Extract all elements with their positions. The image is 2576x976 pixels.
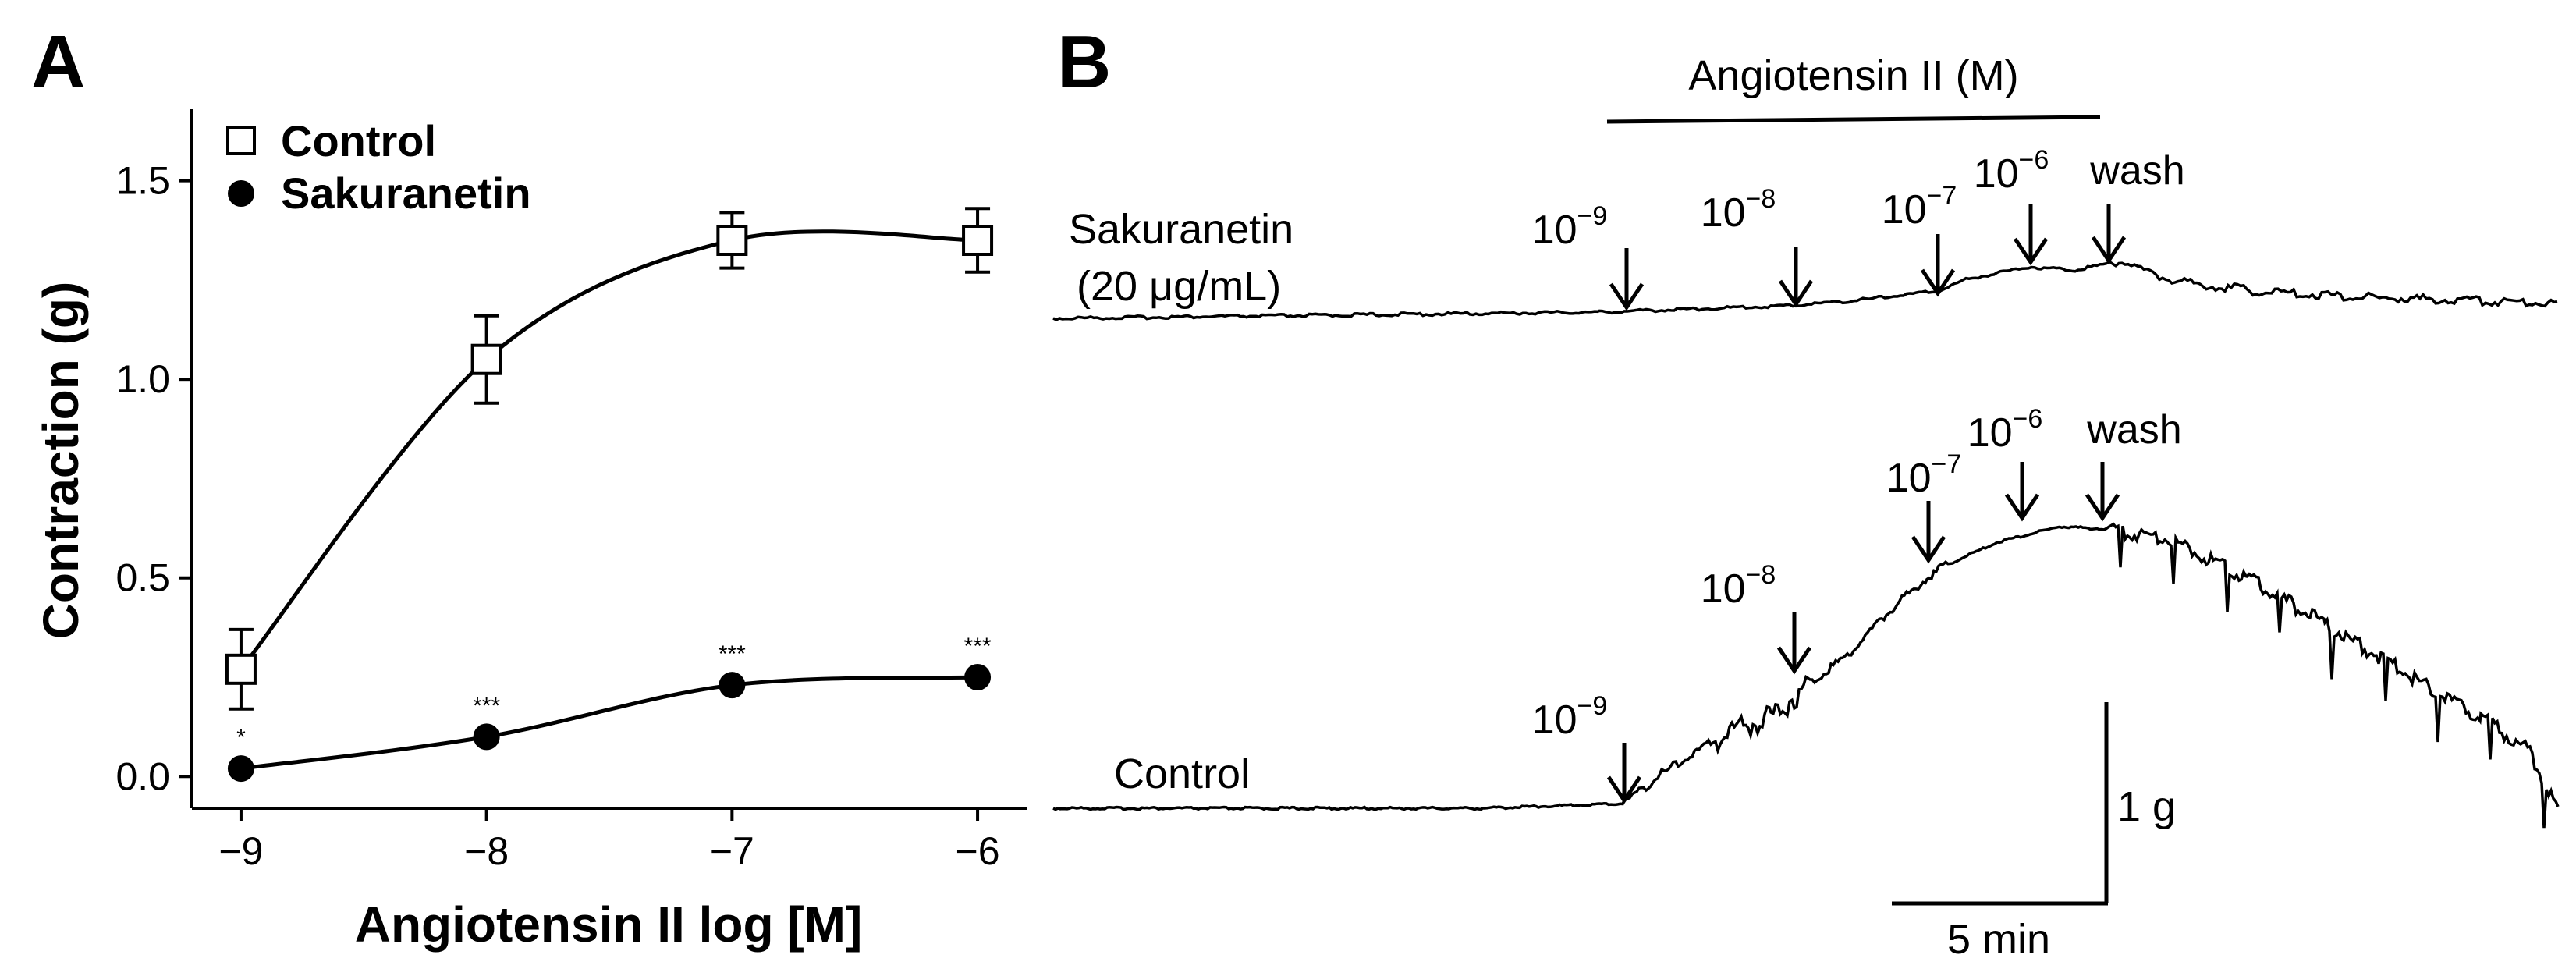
sakuranetin-trace-concentration: (20 μg/mL) <box>1077 263 1281 310</box>
sakuranetin-trace-label: Sakuranetin <box>1069 206 1293 253</box>
dose-arrow-head <box>1776 646 1812 675</box>
dose-arrow-head <box>2091 236 2127 264</box>
dose-arrow-head <box>2085 493 2120 522</box>
significance-mark: *** <box>719 641 746 667</box>
x-tick-label: −9 <box>218 829 263 873</box>
sak-dose-1-label: 10−9 <box>1532 201 1608 253</box>
sakuranetin-point <box>227 755 254 783</box>
data-points <box>225 207 994 783</box>
significance-labels: ********** <box>236 634 992 751</box>
dose-arrow-head <box>2013 237 2049 266</box>
ctrl-dose-1-label: 10−9 <box>1532 691 1608 743</box>
ctrl-dose-2-label: 10−8 <box>1701 560 1776 612</box>
x-axis-title: Angiotensin II log [M] <box>355 896 863 953</box>
significance-mark: *** <box>964 634 992 659</box>
sakuranetin-trace <box>1052 260 2558 321</box>
x-tick-label: −7 <box>710 829 754 873</box>
y-axis-title: Contraction (g) <box>33 282 89 640</box>
y-tick-label: 0.0 <box>115 754 170 798</box>
sakuranetin-point <box>964 664 992 690</box>
legend-control-marker <box>226 126 256 155</box>
legend-control-label: Control <box>281 116 436 165</box>
legend-sakuranetin-label: Sakuranetin <box>281 169 531 218</box>
dose-arrow-head <box>1778 279 1814 308</box>
panel-a-label: A <box>31 20 85 104</box>
significance-mark: * <box>236 725 246 751</box>
dose-arrows <box>1606 204 2127 804</box>
angiotensin-bar-label: Angiotensin II (M) <box>1688 52 2018 99</box>
angiotensin-bar <box>1606 115 2101 124</box>
significance-mark: *** <box>473 693 500 719</box>
sak-wash-label: wash <box>2089 148 2184 193</box>
control-trace <box>1052 522 2560 829</box>
dose-arrow-head <box>2004 493 2040 522</box>
panel-b-label: B <box>1057 20 1111 104</box>
fit-curve-1 <box>240 675 978 771</box>
control-trace-label: Control <box>1114 751 1250 797</box>
control-point <box>225 653 257 685</box>
sakuranetin-point <box>719 672 746 699</box>
panel-b-traces: Angiotensin II (M) Sakuranetin (20 μg/mL… <box>1052 52 2560 963</box>
legend-sakuranetin-marker <box>228 180 254 207</box>
scale-bar-vertical-label: 1 g <box>2117 783 2176 830</box>
control-point <box>716 225 748 256</box>
x-axis-ticks: −9 −8 −7 −6 <box>218 808 1000 873</box>
legend: Control Sakuranetin <box>226 116 531 218</box>
ctrl-wash-label: wash <box>2086 407 2181 453</box>
fit-curves <box>239 229 978 771</box>
y-tick-label: 0.5 <box>115 556 170 600</box>
control-point <box>470 343 502 375</box>
scale-bar-horizontal-label: 5 min <box>1947 916 2050 963</box>
dose-arrow-head <box>1609 282 1645 311</box>
ctrl-dose-4-label: 10−6 <box>1967 404 2043 456</box>
dose-arrow-head <box>1606 775 1642 804</box>
x-tick-label: −6 <box>956 829 1000 873</box>
sak-dose-2-label: 10−8 <box>1701 184 1776 236</box>
ctrl-dose-3-label: 10−7 <box>1886 449 1962 501</box>
y-tick-label: 1.5 <box>115 159 170 203</box>
sak-dose-4-label: 10−6 <box>1974 145 2049 197</box>
y-tick-label: 1.0 <box>115 357 170 401</box>
dose-arrow-head <box>1920 268 1956 297</box>
sakuranetin-point <box>473 723 500 751</box>
x-tick-label: −8 <box>464 829 509 873</box>
sak-dose-3-label: 10−7 <box>1882 181 1957 232</box>
panel-a-chart: 0.00.51.01.5 −9−8−7−6 ********** Control… <box>33 109 1027 953</box>
control-point <box>962 225 994 256</box>
fit-curve-0 <box>239 229 978 671</box>
dose-arrow-head <box>1911 535 1946 564</box>
y-axis-ticks: 0.0 0.5 1.0 1.5 <box>115 159 192 798</box>
